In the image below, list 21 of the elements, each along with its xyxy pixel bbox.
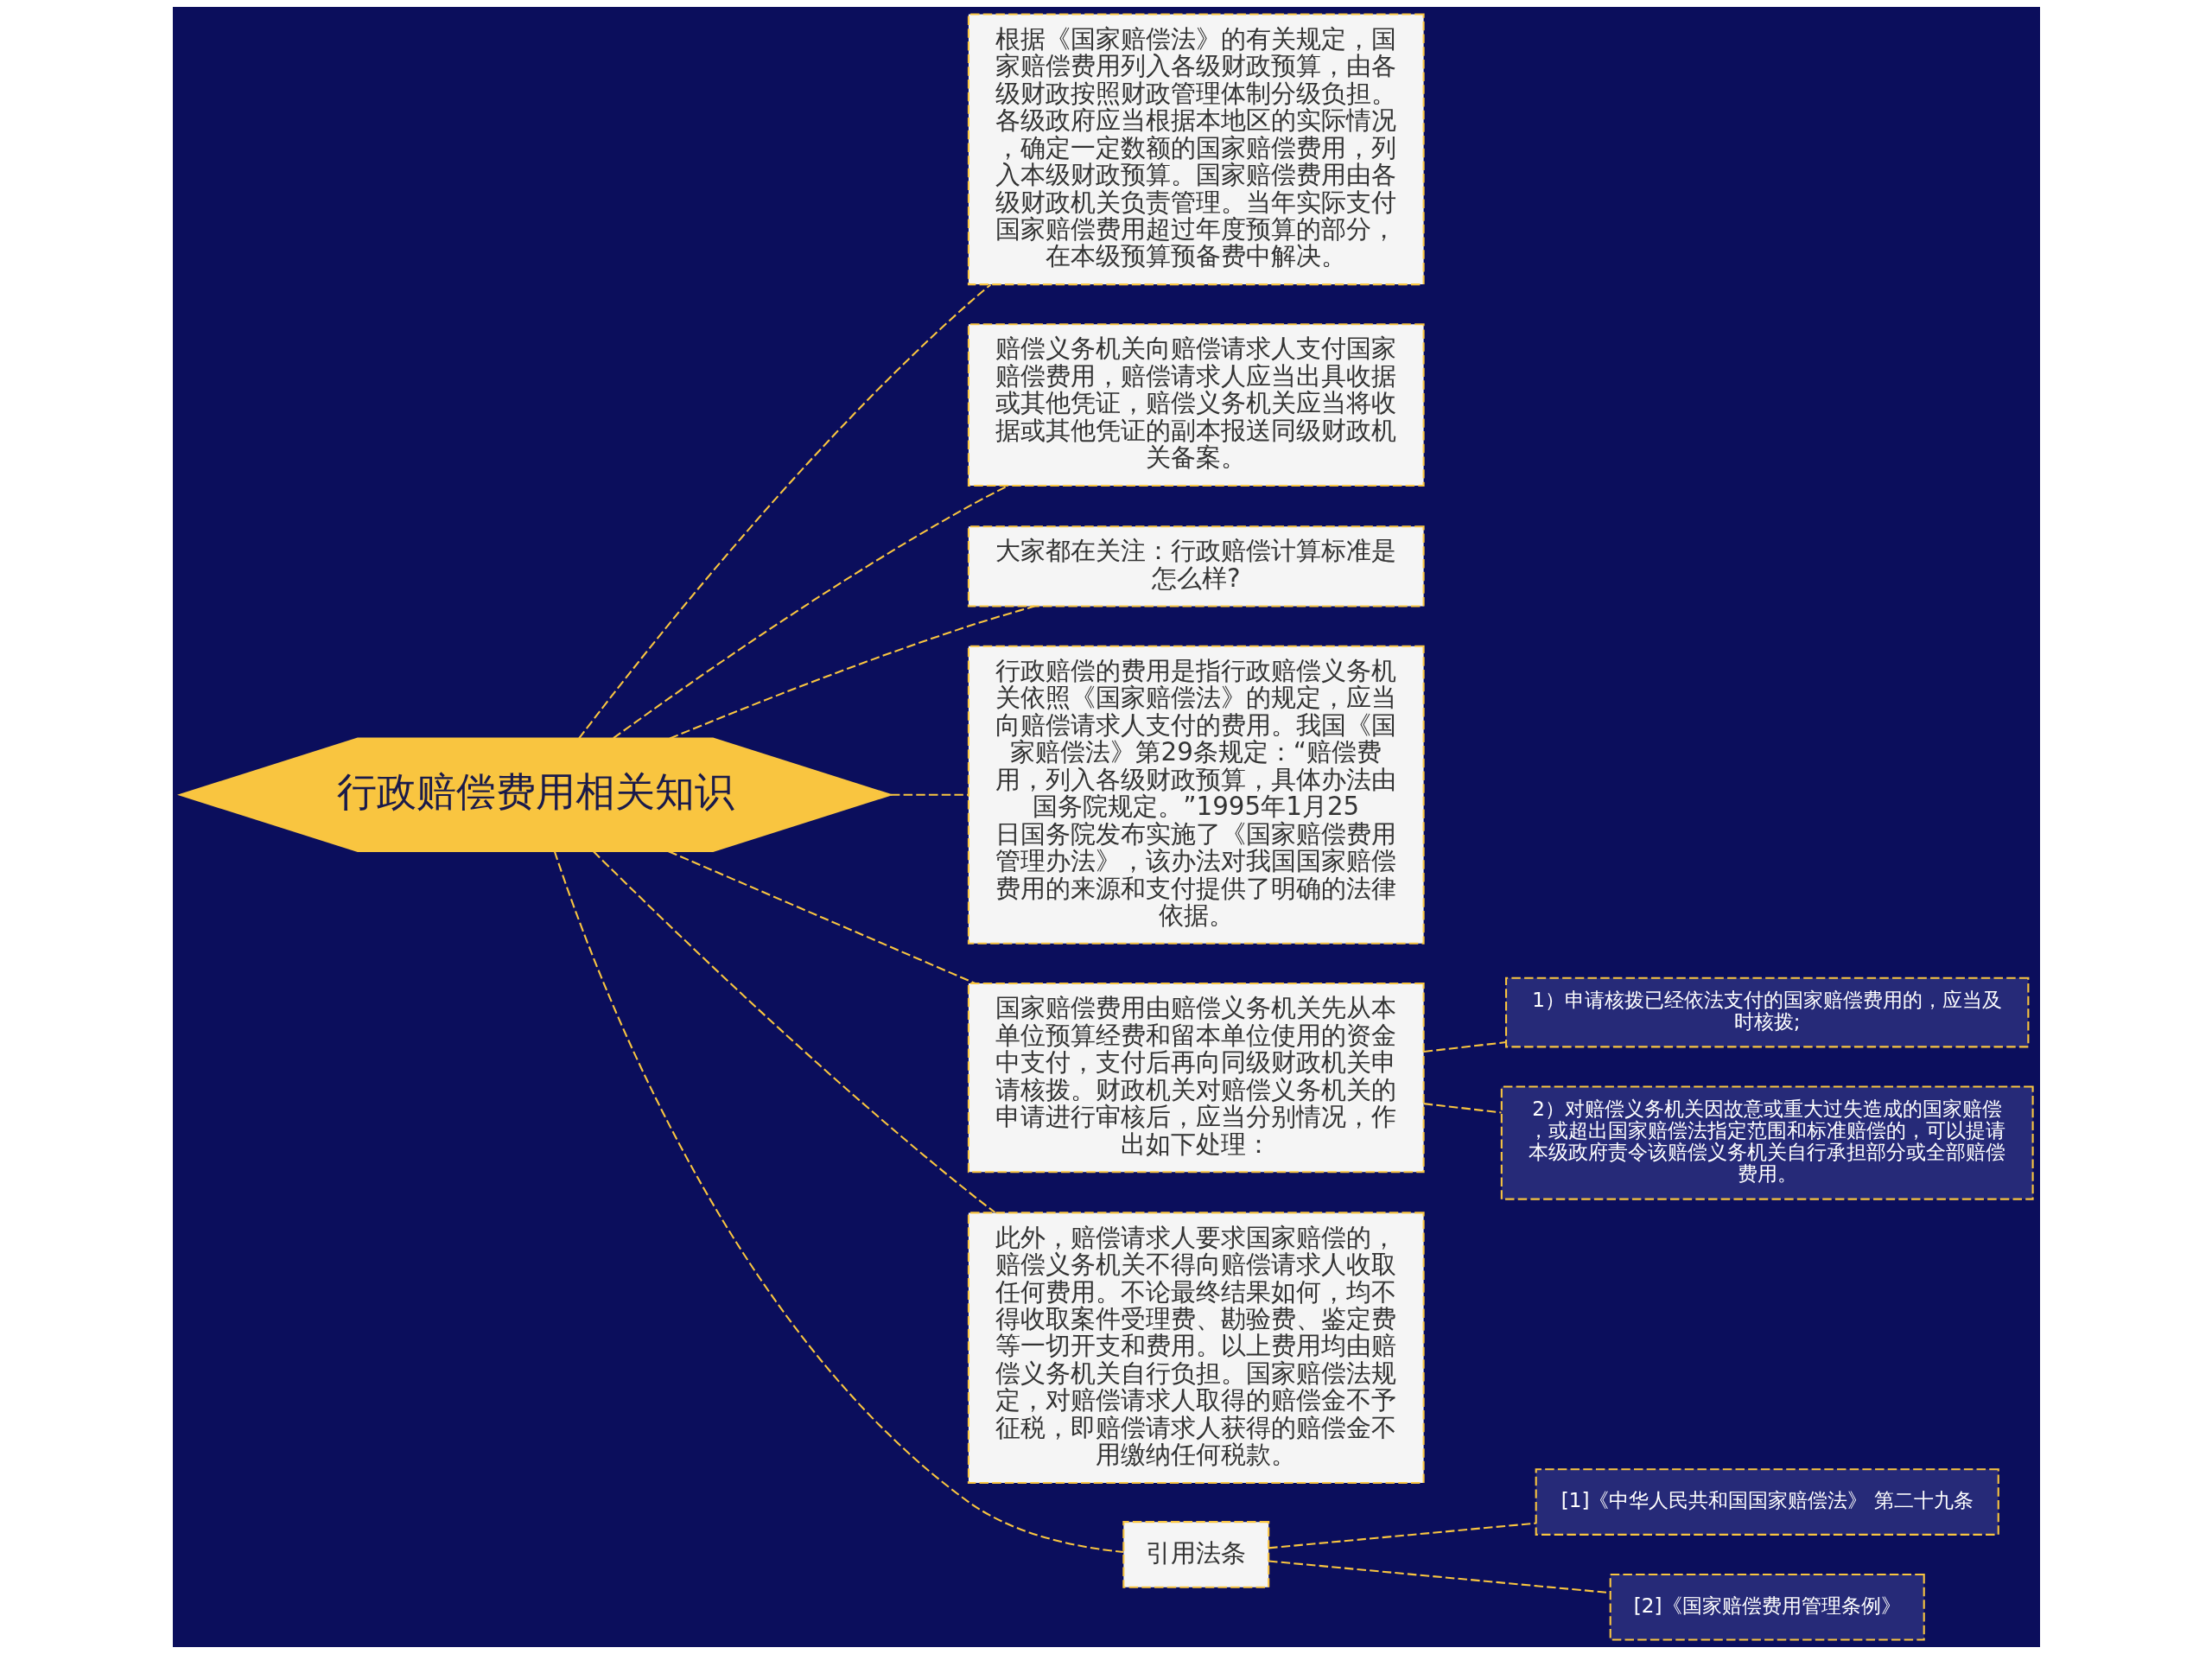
node-box: 2）对赔偿义务机关因故意或重大过失造成的国家赔偿，或超出国家赔偿法指定范围和标准赔偿的，可以提请本级政府责令该赔偿义务机关自行承担部分或全部赔偿费用。	[1500, 1085, 2034, 1200]
connector	[890, 793, 968, 796]
connector	[1268, 1522, 1535, 1549]
node-box: 国家赔偿费用由赔偿义务机关先从本单位预算经费和留本单位使用的资金中支付，支付后再向同级财政机关申请核拨。财政机关对赔偿义务机关的申请进行审核后，应当分别情况，作出如下处理：	[967, 982, 1425, 1174]
connector	[577, 283, 991, 740]
connector	[669, 605, 1035, 740]
node-box: 此外，赔偿请求人要求国家赔偿的，赔偿义务机关不得向赔偿请求人收取任何费用。不论最终结果如何，均不得收取案件受理费、勘验费、鉴定费等一切开支和费用。以上费用均由赔偿义务机关自行负担。国家赔偿法规定，对赔偿请求人取得的赔偿金不予征税，即赔偿请求人获得的赔偿金不用缴纳任何税款。	[967, 1212, 1425, 1485]
node-box: 引用法条	[1122, 1521, 1269, 1588]
node-box: 根据《国家赔偿法》的有关规定，国家赔偿费用列入各级财政预算，由各级财政按照财政管理体制分级负担。各级政府应当根据本地区的实际情况，确定一定数额的国家赔偿费用，列入本级财政预算。国家赔偿费用由各级财政机关负责管理。当年实际支付国家赔偿费用超过年度预算的部分，在本级预算预备费中解决。	[967, 13, 1425, 286]
connector	[612, 485, 1008, 740]
node-box: 赔偿义务机关向赔偿请求人支付国家赔偿费用，赔偿请求人应当出具收据或其他凭证，赔偿义务机关应当将收据或其他凭证的副本报送同级财政机关备案。	[967, 323, 1425, 487]
node-box: [2]《国家赔偿费用管理条例》	[1609, 1573, 1925, 1641]
node-box: [1]《中华人民共和国国家赔偿法》 第二十九条	[1535, 1468, 1999, 1536]
node-box: 1）申请核拨已经依法支付的国家赔偿费用的，应当及时核拨;	[1504, 976, 2029, 1048]
connector	[1423, 1041, 1506, 1053]
connector	[1423, 1103, 1502, 1114]
connector	[592, 850, 995, 1213]
node-box: 大家都在关注：行政赔偿计算标准是怎么样?	[967, 525, 1425, 608]
connector	[667, 850, 976, 984]
connector	[553, 850, 1123, 1554]
node-box: 行政赔偿的费用是指行政赔偿义务机关依照《国家赔偿法》的规定，应当向赔偿请求人支付的费用。我国《国家赔偿法》第29条规定：“赔偿费用，列入各级财政预算，具体办法由国务院规定。”1995年1月25日国务院发布实施了《国家赔偿费用管理办法》，该办法对我国国家赔偿费用的来源和支付提供了明确的法律依据。	[967, 645, 1425, 945]
